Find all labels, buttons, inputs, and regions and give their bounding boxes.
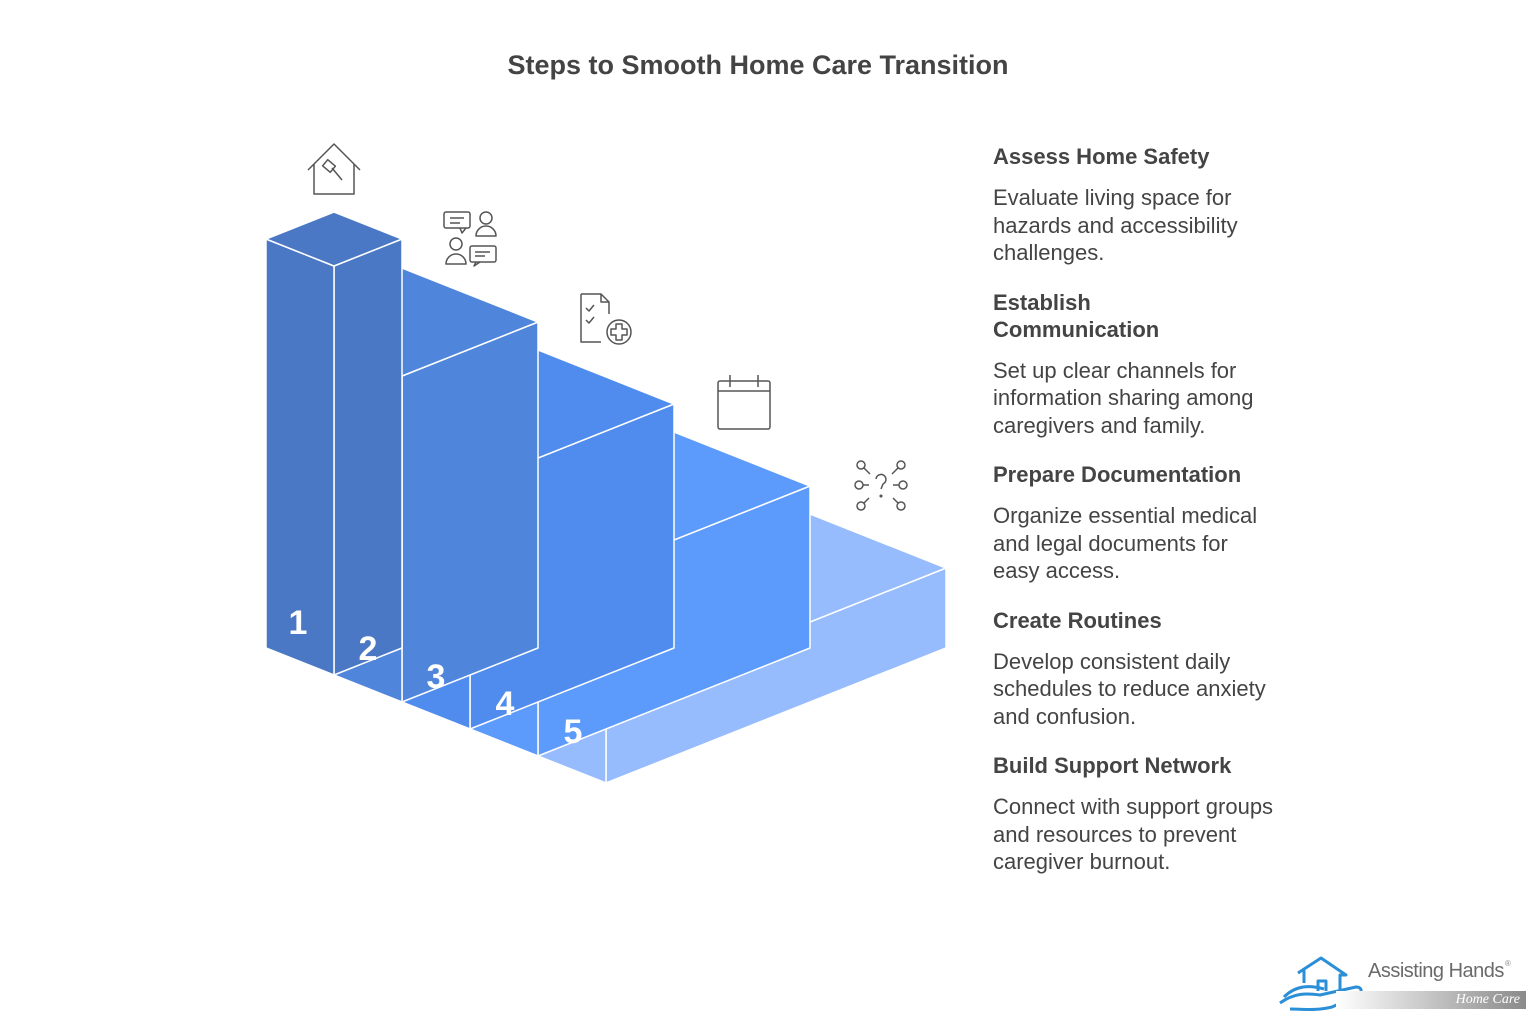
- step-description: Connect with support groups and resource…: [993, 794, 1274, 874]
- network-question-icon: [854, 460, 908, 511]
- step-number: 1: [289, 604, 308, 642]
- step-1-riser: [333, 238, 403, 676]
- steps-text-column: Assess Home Safety Evaluate living space…: [993, 143, 1278, 876]
- logo-name-row: Assisting Hands ®: [1368, 959, 1511, 983]
- logo-name: Assisting Hands: [1368, 960, 1504, 982]
- step-1-top: [265, 211, 403, 267]
- step-description: Develop consistent daily schedules to re…: [993, 648, 1266, 729]
- step-1-text: Assess Home Safety Evaluate living space…: [993, 143, 1278, 267]
- calendar-icon: [717, 375, 771, 430]
- registered-mark: ®: [1504, 959, 1511, 968]
- step-number: 3: [427, 658, 446, 696]
- step-number: 5: [564, 713, 583, 751]
- step-3-text: Prepare Documentation Organize essential…: [993, 461, 1278, 585]
- document-medical-icon: [580, 293, 632, 345]
- step-5-text: Build Support Network Connect with suppo…: [993, 752, 1278, 876]
- step-heading: Prepare Documentation: [993, 462, 1242, 487]
- assisting-hands-logo: Assisting Hands ® Home Care: [1276, 953, 1534, 1015]
- step-number: 2: [359, 630, 378, 668]
- step-heading: Assess Home Safety: [993, 144, 1210, 169]
- logo-tagline: Home Care: [1336, 991, 1526, 1009]
- step-description: Organize essential medical and legal doc…: [993, 503, 1258, 583]
- step-heading: Build Support Network: [993, 753, 1232, 778]
- step-4-text: Create Routines Develop consistent daily…: [993, 607, 1278, 731]
- step-heading: Establish Communication: [993, 289, 1160, 342]
- people-chat-icon: [443, 211, 497, 267]
- step-description: Evaluate living space for hazards and ac…: [993, 185, 1238, 265]
- step-2-text: Establish Communication Set up clear cha…: [993, 289, 1278, 440]
- step-number: 4: [496, 685, 515, 723]
- step-heading: Create Routines: [993, 607, 1162, 633]
- page-title: Steps to Smooth Home Care Transition: [507, 50, 1009, 80]
- step-description: Set up clear channels for information sh…: [993, 357, 1254, 438]
- step-2-riser: [401, 321, 539, 703]
- house-hammer-icon: [307, 143, 361, 195]
